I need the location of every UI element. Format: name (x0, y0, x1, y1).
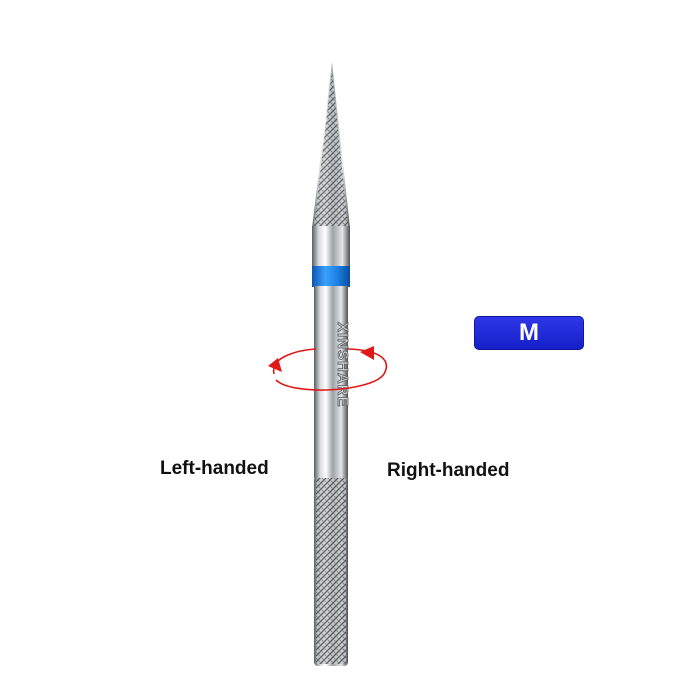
cutting-tip-upper (312, 62, 350, 228)
shank-main (314, 286, 348, 478)
left-handed-label: Left-handed (160, 458, 269, 479)
grit-label: M (519, 319, 539, 346)
right-handed-label: Right-handed (387, 460, 510, 481)
shank-upper (312, 226, 350, 268)
rotation-arrow (268, 346, 388, 391)
brand-engraving: XINSHARE (334, 322, 351, 408)
cutting-tip-lower (314, 476, 348, 666)
arrow-head-right-icon (360, 346, 374, 360)
grit-badge: M (474, 316, 584, 350)
grit-color-band (312, 266, 350, 287)
arrow-head-left-icon (268, 358, 282, 372)
